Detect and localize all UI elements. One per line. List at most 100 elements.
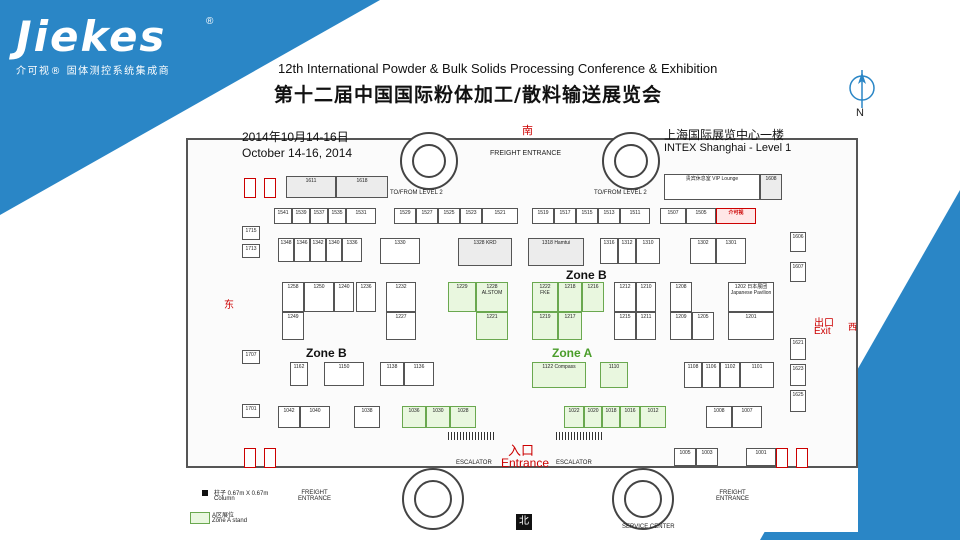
- service-box-5: [776, 448, 788, 468]
- title-chinese: 第十二届中国国际粉体加工/散料输送展览会: [274, 84, 662, 106]
- booth-1106[interactable]: 1106: [702, 362, 720, 388]
- booth-1301[interactable]: 1301: [716, 238, 746, 264]
- booth-1250[interactable]: 1250: [304, 282, 334, 312]
- booth-1302[interactable]: 1302: [690, 238, 716, 264]
- booth-1008[interactable]: 1008: [706, 406, 732, 428]
- booth-1523[interactable]: 1523: [460, 208, 482, 224]
- west-marker: 西: [848, 322, 858, 332]
- booth-1513[interactable]: 1513: [598, 208, 620, 224]
- booth-1525[interactable]: 1525: [438, 208, 460, 224]
- booth-1150[interactable]: 1150: [324, 362, 364, 386]
- column-legend-swatch: [202, 490, 208, 496]
- booth-1258[interactable]: 1258: [282, 282, 304, 312]
- booth-1521[interactable]: 1521: [482, 208, 518, 224]
- booth-1020[interactable]: 1020: [584, 406, 602, 428]
- booth-1136[interactable]: 1136: [404, 362, 434, 386]
- booth-vip-lounge[interactable]: 贵宾休息室 VIP Lounge: [664, 174, 760, 200]
- booth-1621[interactable]: 1621: [790, 338, 806, 360]
- booth-1028[interactable]: 1028: [450, 406, 476, 428]
- booth-1205[interactable]: 1205: [692, 312, 714, 340]
- booth-1701[interactable]: 1701: [242, 404, 260, 418]
- booth-1038[interactable]: 1038: [354, 406, 380, 428]
- booth-1618[interactable]: 1618: [336, 176, 388, 198]
- booth-1531[interactable]: 1531: [346, 208, 376, 224]
- booth-1016[interactable]: 1016: [620, 406, 640, 428]
- booth-1336[interactable]: 1336: [342, 238, 362, 262]
- booth-1217[interactable]: 1217: [558, 312, 582, 340]
- booth-1018[interactable]: 1018: [602, 406, 620, 428]
- booth-1138[interactable]: 1138: [380, 362, 404, 386]
- booth-1606[interactable]: 1606: [790, 232, 806, 252]
- booth-1022[interactable]: 1022: [564, 406, 584, 428]
- booth-1330[interactable]: 1330: [380, 238, 420, 264]
- booth-1108[interactable]: 1108: [684, 362, 702, 388]
- booth-1503-highlight[interactable]: 介可视: [716, 208, 756, 224]
- booth-1608[interactable]: 1608: [760, 174, 782, 200]
- booth-1122[interactable]: 1122 Compass: [532, 362, 586, 388]
- booth-1318[interactable]: 1318 Hamtui: [528, 238, 584, 266]
- booth-1040[interactable]: 1040: [300, 406, 330, 428]
- booth-1515[interactable]: 1515: [576, 208, 598, 224]
- booth-1210[interactable]: 1210: [636, 282, 656, 312]
- booth-1162[interactable]: 1162: [290, 362, 308, 386]
- booth-1101[interactable]: 1101: [740, 362, 774, 388]
- booth-1001[interactable]: 1001: [746, 448, 776, 466]
- booth-1346[interactable]: 1346: [294, 238, 310, 262]
- booth-1539[interactable]: 1539: [292, 208, 310, 224]
- booth-1228[interactable]: 1228 ALSTOM: [476, 282, 508, 312]
- booth-1535[interactable]: 1535: [328, 208, 346, 224]
- booth-1505[interactable]: 1505: [686, 208, 716, 224]
- booth-1715[interactable]: 1715: [242, 226, 260, 240]
- booth-1625[interactable]: 1625: [790, 390, 806, 412]
- booth-1507[interactable]: 1507: [660, 208, 686, 224]
- booth-1611[interactable]: 1611: [286, 176, 336, 198]
- booth-1517[interactable]: 1517: [554, 208, 576, 224]
- booth-1537[interactable]: 1537: [310, 208, 328, 224]
- booth-1312[interactable]: 1312: [618, 238, 636, 264]
- booth-1713[interactable]: 1713: [242, 244, 260, 258]
- booth-1240[interactable]: 1240: [334, 282, 354, 312]
- booth-1249[interactable]: 1249: [282, 312, 304, 340]
- booth-1007[interactable]: 1007: [732, 406, 762, 428]
- booth-1541[interactable]: 1541: [274, 208, 292, 224]
- booth-1218[interactable]: 1218: [558, 282, 582, 312]
- booth-1221[interactable]: 1221: [476, 312, 508, 340]
- booth-1209[interactable]: 1209: [670, 312, 692, 340]
- booth-1519[interactable]: 1519: [532, 208, 554, 224]
- booth-1342[interactable]: 1342: [310, 238, 326, 262]
- booth-1707[interactable]: 1707: [242, 350, 260, 364]
- booth-1511[interactable]: 1511: [620, 208, 650, 224]
- booth-1012[interactable]: 1012: [640, 406, 666, 428]
- north-marker: 北: [516, 514, 532, 530]
- booth-1003[interactable]: 1003: [696, 448, 718, 466]
- booth-1216[interactable]: 1216: [582, 282, 604, 312]
- booth-1208[interactable]: 1208: [670, 282, 692, 312]
- booth-1222[interactable]: 1222 FKE: [532, 282, 558, 312]
- booth-1211[interactable]: 1211: [636, 312, 656, 340]
- booth-1316[interactable]: 1316: [600, 238, 618, 264]
- booth-1042[interactable]: 1042: [278, 406, 300, 428]
- booth-1202-japanese-pavilion[interactable]: 1202 日本展团 Japanese Pavilion: [728, 282, 774, 312]
- booth-1201[interactable]: 1201: [728, 312, 774, 340]
- booth-1102[interactable]: 1102: [720, 362, 740, 388]
- booth-1232[interactable]: 1232: [386, 282, 416, 312]
- booth-1030[interactable]: 1030: [426, 406, 450, 428]
- booth-1348[interactable]: 1348: [278, 238, 294, 262]
- booth-1623[interactable]: 1623: [790, 364, 806, 386]
- booth-1527[interactable]: 1527: [416, 208, 438, 224]
- booth-1215[interactable]: 1215: [614, 312, 636, 340]
- booth-1227[interactable]: 1227: [386, 312, 416, 340]
- booth-1110[interactable]: 1110: [600, 362, 628, 388]
- booth-1236[interactable]: 1236: [356, 282, 376, 312]
- booth-1340[interactable]: 1340: [326, 238, 342, 262]
- booth-1229[interactable]: 1229: [448, 282, 476, 312]
- booth-1212[interactable]: 1212: [614, 282, 636, 312]
- booth-1607[interactable]: 1607: [790, 262, 806, 282]
- booth-1219[interactable]: 1219: [532, 312, 558, 340]
- booth-1529[interactable]: 1529: [394, 208, 416, 224]
- booth-1036[interactable]: 1036: [402, 406, 426, 428]
- brand-tagline: 介可视® 固体测控系统集成商: [16, 66, 171, 77]
- booth-1328[interactable]: 1328 KRD: [458, 238, 512, 266]
- booth-1005[interactable]: 1005: [674, 448, 696, 466]
- booth-1310[interactable]: 1310: [636, 238, 660, 264]
